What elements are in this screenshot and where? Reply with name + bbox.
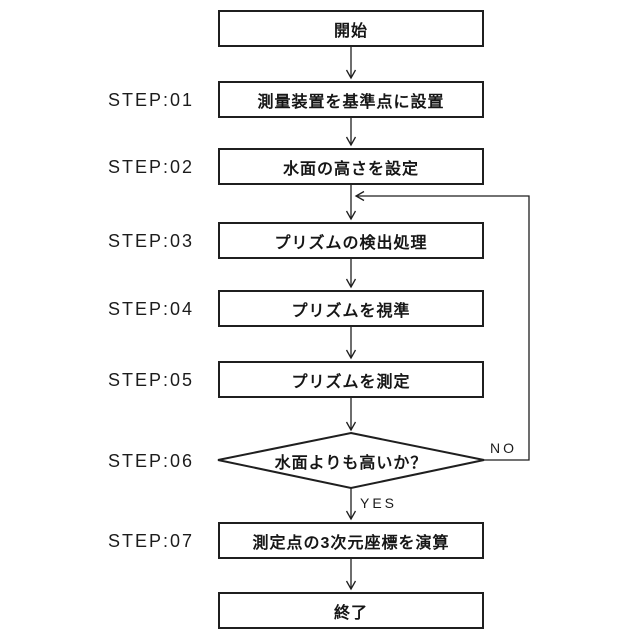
node-step5: プリズムを測定: [218, 361, 484, 398]
node-step7: 測定点の3次元座標を演算: [218, 522, 484, 559]
node-end-label: 終了: [333, 604, 368, 622]
node-step6-decision: 水面よりも高いか？: [228, 444, 474, 477]
node-step3: プリズムの検出処理: [218, 222, 484, 259]
node-step7-label: 測定点の3次元座標を演算: [252, 534, 450, 552]
node-end: 終了: [218, 592, 484, 629]
node-step5-label: プリズムを測定: [291, 373, 411, 391]
node-step1-label: 測量装置を基準点に設置: [257, 93, 445, 111]
step-number-04: STEP:04: [108, 299, 195, 319]
step-number-01: STEP:01: [108, 90, 195, 110]
step-number-02: STEP:02: [108, 157, 195, 177]
decision-diamond-shape: [217, 431, 485, 490]
step-number-05: STEP:05: [108, 370, 195, 390]
node-step4: プリズムを視準: [218, 290, 484, 327]
step-number-06: STEP:06: [108, 451, 195, 471]
node-step4-label: プリズムを視準: [291, 302, 411, 320]
branch-label-yes: YES: [360, 495, 398, 511]
branch-label-no: NO: [490, 440, 517, 456]
node-step1: 測量装置を基準点に設置: [218, 81, 484, 118]
arrow-decision-no-loop: [354, 190, 530, 461]
node-step2: 水面の高さを設定: [218, 148, 484, 185]
node-step2-label: 水面の高さを設定: [282, 160, 419, 178]
step-number-07: STEP:07: [108, 531, 195, 551]
step-number-03: STEP:03: [108, 231, 195, 251]
node-start: 開始: [218, 10, 484, 47]
node-step6-label: 水面よりも高いか？: [274, 454, 428, 472]
node-step3-label: プリズムの検出処理: [274, 234, 428, 252]
node-start-label: 開始: [333, 22, 368, 40]
